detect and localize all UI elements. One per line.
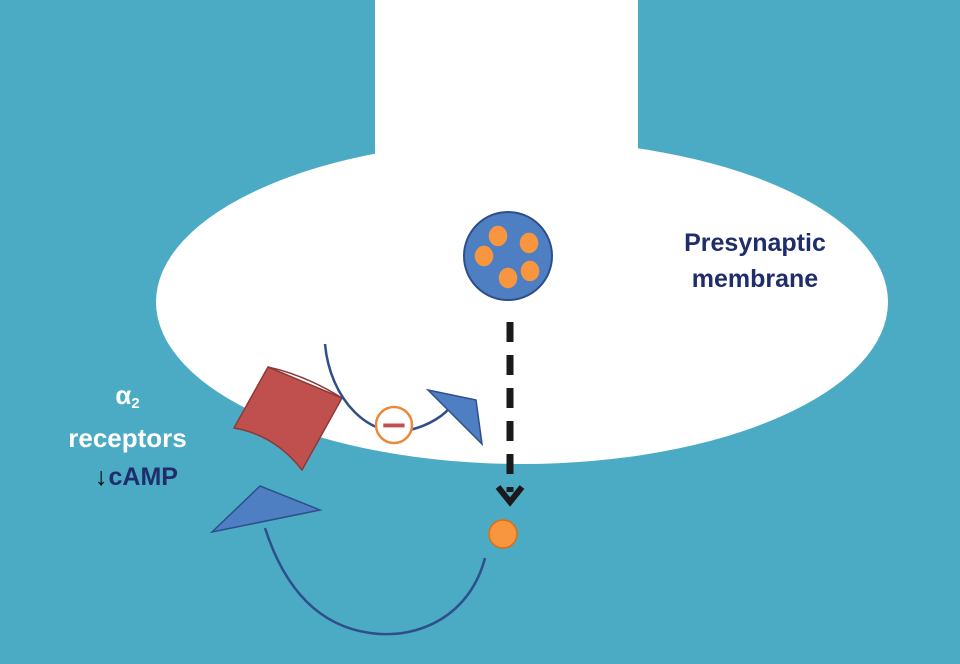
alpha-subscript: 2: [131, 395, 140, 412]
camp-text: cAMP: [108, 463, 178, 491]
feedback-curve: [263, 527, 487, 636]
presynaptic-membrane-label: Presynaptic membrane: [655, 225, 855, 297]
receptor-symbol-line: α2: [55, 378, 200, 421]
receptor-top-edge: [267, 366, 343, 399]
membrane-label-line1: Presynaptic: [684, 229, 826, 257]
camp-label: ↓cAMP: [95, 460, 178, 494]
inhibition-badge: −: [374, 405, 414, 445]
inhibition-arrowhead: [425, 388, 484, 447]
alpha2-receptor: [233, 366, 343, 471]
presynaptic-terminal: [156, 140, 888, 464]
feedback-arrowhead: [209, 485, 323, 534]
vesicle-neurotransmitter: [518, 231, 540, 255]
release-arrow: [495, 322, 525, 507]
membrane-label-line2: membrane: [691, 265, 819, 293]
inhibition-sign: −: [380, 405, 409, 445]
vesicle-neurotransmitter: [519, 259, 541, 283]
release-arrowhead: [495, 485, 525, 507]
alpha2-receptors-label: α2 receptors: [55, 378, 200, 455]
receptors-word: receptors: [68, 423, 187, 453]
released-neurotransmitter: [488, 519, 518, 549]
inhibition-circle: [374, 405, 414, 445]
alpha-symbol: α: [115, 380, 132, 410]
presynaptic-neuron: [156, 0, 888, 464]
receptor-body: [233, 366, 343, 471]
synaptic-vesicle: [463, 211, 553, 301]
vesicle-neurotransmitter: [473, 244, 495, 268]
down-arrow-icon: ↓: [95, 463, 108, 491]
vesicle-neurotransmitter: [487, 224, 509, 248]
vesicle-neurotransmitter: [497, 266, 519, 290]
